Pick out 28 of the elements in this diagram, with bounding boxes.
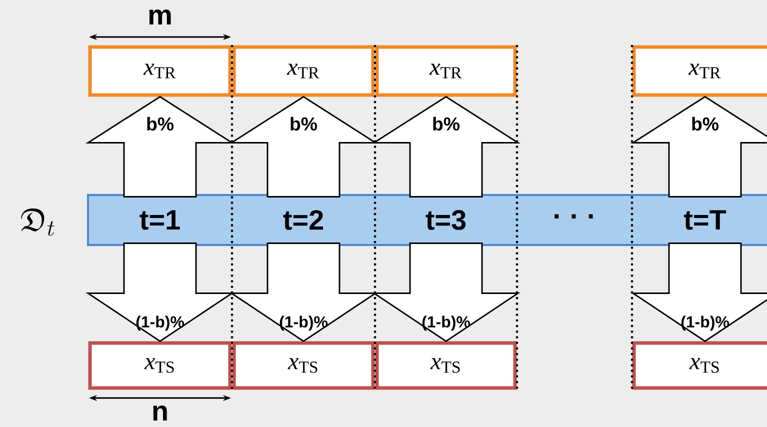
dimension-label: m xyxy=(149,9,171,25)
time-step-label: t=2 xyxy=(283,210,323,230)
edge-label: b% xyxy=(147,116,174,131)
result-box: x$_{TS}$ xyxy=(375,341,517,390)
edge-label: b% xyxy=(290,116,318,131)
block-arrow xyxy=(630,242,767,342)
edge-label: (1-b)% xyxy=(422,316,470,331)
edge-label: b% xyxy=(692,116,718,131)
result-box: x$_{TS}$ xyxy=(88,341,232,390)
edge-label: b% xyxy=(433,116,460,131)
edge-label: (1-b)% xyxy=(681,316,730,331)
result-box: x$_{TR}$ xyxy=(632,45,767,97)
result-box: x$_{TS}$ xyxy=(232,341,375,390)
edge-label: (1-b)% xyxy=(136,316,184,331)
time-step-label: · · · xyxy=(554,214,593,218)
dataset-symbol: $\mathfrak{D}_t$ xyxy=(21,208,54,236)
edge-label: (1-b)% xyxy=(280,316,328,331)
result-box: x$_{TR}$ xyxy=(88,45,232,97)
block-arrow xyxy=(86,242,234,342)
result-box: x$_{TS}$ xyxy=(632,341,767,390)
result-box: x$_{TR}$ xyxy=(375,45,517,97)
time-step-label: t=3 xyxy=(426,210,466,230)
dimension-label: n xyxy=(153,405,167,421)
block-arrow xyxy=(630,96,767,198)
block-arrow xyxy=(372,242,520,342)
time-step-label: t=T xyxy=(684,210,726,230)
time-step-label: t=1 xyxy=(140,210,180,230)
result-box: x$_{TR}$ xyxy=(232,45,375,97)
